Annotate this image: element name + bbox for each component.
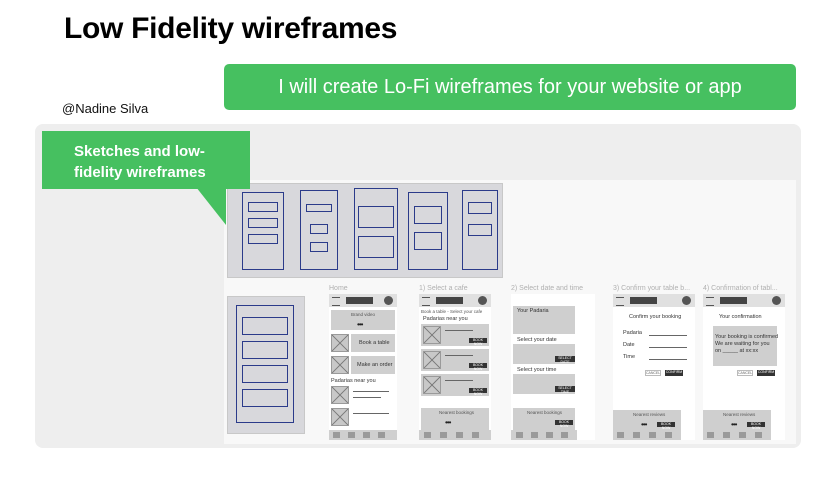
confirmation-message-1: Your booking is confirmed — [715, 334, 779, 340]
footer-label: Nearest reviews — [633, 412, 666, 417]
screen-title-select-cafe: 1) Select a cafe — [419, 285, 468, 292]
your-padaria-label: Your Padaria — [517, 308, 549, 314]
book-now-button[interactable]: BOOK NOW — [657, 422, 675, 430]
image-placeholder — [423, 326, 441, 344]
book-now-button[interactable]: BOOK NOW — [469, 338, 487, 346]
image-placeholder — [331, 408, 349, 426]
avatar — [772, 296, 781, 305]
logo — [346, 297, 373, 304]
screen-title-confirmation: 4) Confirmation of tabl... — [703, 285, 778, 292]
footer-label: Nearest reviews — [723, 412, 756, 417]
image-placeholder — [331, 386, 349, 404]
screen-title-home: Home — [329, 285, 348, 292]
menu-icon — [422, 297, 430, 306]
menu-icon — [332, 297, 340, 306]
hero-label: Brand video — [351, 312, 376, 317]
app-header — [329, 294, 397, 307]
menu-icon — [706, 297, 714, 306]
logo — [720, 297, 747, 304]
avatar — [478, 296, 487, 305]
app-header — [613, 294, 695, 307]
section-label: Padarias near you — [331, 378, 376, 384]
callout-line-2: fidelity wireframes — [74, 164, 206, 181]
menu-icon — [616, 297, 624, 306]
wireframe-confirmation: Your confirmation Your booking is confir… — [703, 294, 785, 440]
date-label: Select your date — [517, 337, 557, 343]
footer-label: Nearest bookings — [527, 410, 563, 415]
carousel-dots: ••• — [641, 420, 647, 429]
wireframe-select-date: Your Padaria Select your date SELECT DAT… — [511, 294, 595, 440]
confirmation-message-2: We are waiting for you — [715, 341, 770, 347]
tab-bar — [613, 430, 681, 440]
tab-bar — [419, 430, 491, 440]
book-now-button[interactable]: BOOK NOW — [469, 388, 487, 396]
section-label: Padarias near you — [423, 316, 468, 322]
wireframe-confirm: Confirm your booking Padaria Date Time C… — [613, 294, 695, 440]
date-field-label: Date — [623, 342, 635, 348]
sketch-photo-side — [227, 296, 305, 434]
wireframe-select-cafe: Book a table - Select your cafe Padarias… — [419, 294, 491, 440]
select-time-button[interactable]: SELECT TIME — [555, 386, 575, 394]
confirm-button[interactable]: CONFIRM — [665, 370, 683, 376]
carousel-dots: ••• — [731, 420, 737, 429]
padaria-field-label: Padaria — [623, 330, 642, 336]
book-now-button[interactable]: BOOK NOW — [747, 422, 765, 430]
book-now-button[interactable]: BOOK NOW — [555, 420, 573, 428]
cancel-button[interactable]: CANCEL — [737, 370, 753, 376]
screen-title-confirm: 3) Confirm your table b... — [613, 285, 691, 292]
confirmation-heading: Your confirmation — [719, 314, 762, 320]
logo — [630, 297, 657, 304]
footer-label: Nearest bookings — [439, 410, 475, 415]
author-name: @Nadine Silva — [62, 101, 149, 116]
carousel-dots: ••• — [357, 320, 363, 329]
image-placeholder — [423, 376, 441, 394]
select-date-button[interactable]: SELECT DATE — [555, 356, 575, 364]
sketch-photo-top — [227, 183, 503, 278]
logo — [436, 297, 463, 304]
image-placeholder — [331, 356, 349, 374]
cancel-button[interactable]: CANCEL — [645, 370, 661, 376]
image-placeholder — [423, 351, 441, 369]
time-field-label: Time — [623, 354, 636, 360]
confirmation-message-3: on _____ at xx:xx — [715, 348, 759, 354]
home-item-1[interactable]: Book a table — [359, 340, 390, 346]
time-label: Select your time — [517, 367, 557, 373]
book-now-button[interactable]: BOOK NOW — [469, 363, 487, 371]
app-header — [419, 294, 491, 307]
screen-title-select-date: 2) Select date and time — [511, 285, 583, 292]
avatar — [682, 296, 691, 305]
confirm-heading: Confirm your booking — [629, 314, 682, 320]
callout-label: Sketches and low- fidelity wireframes — [42, 131, 250, 189]
callout-line-1: Sketches and low- — [74, 143, 205, 160]
breadcrumb: Book a table - Select your cafe — [421, 309, 483, 314]
service-banner: I will create Lo-Fi wireframes for your … — [224, 64, 796, 110]
page-title: Low Fidelity wireframes — [64, 12, 398, 45]
tab-bar — [329, 430, 397, 440]
avatar — [384, 296, 393, 305]
image-placeholder — [331, 334, 349, 352]
home-item-2[interactable]: Make an order — [357, 362, 393, 368]
tab-bar — [703, 430, 771, 440]
app-header — [703, 294, 785, 307]
confirm-button[interactable]: CONFIRM — [757, 370, 775, 376]
wireframe-home: Brand video ••• Book a table Make an ord… — [329, 294, 397, 440]
callout-tail — [196, 187, 226, 225]
carousel-dots: ••• — [445, 418, 451, 427]
tab-bar — [511, 430, 577, 440]
